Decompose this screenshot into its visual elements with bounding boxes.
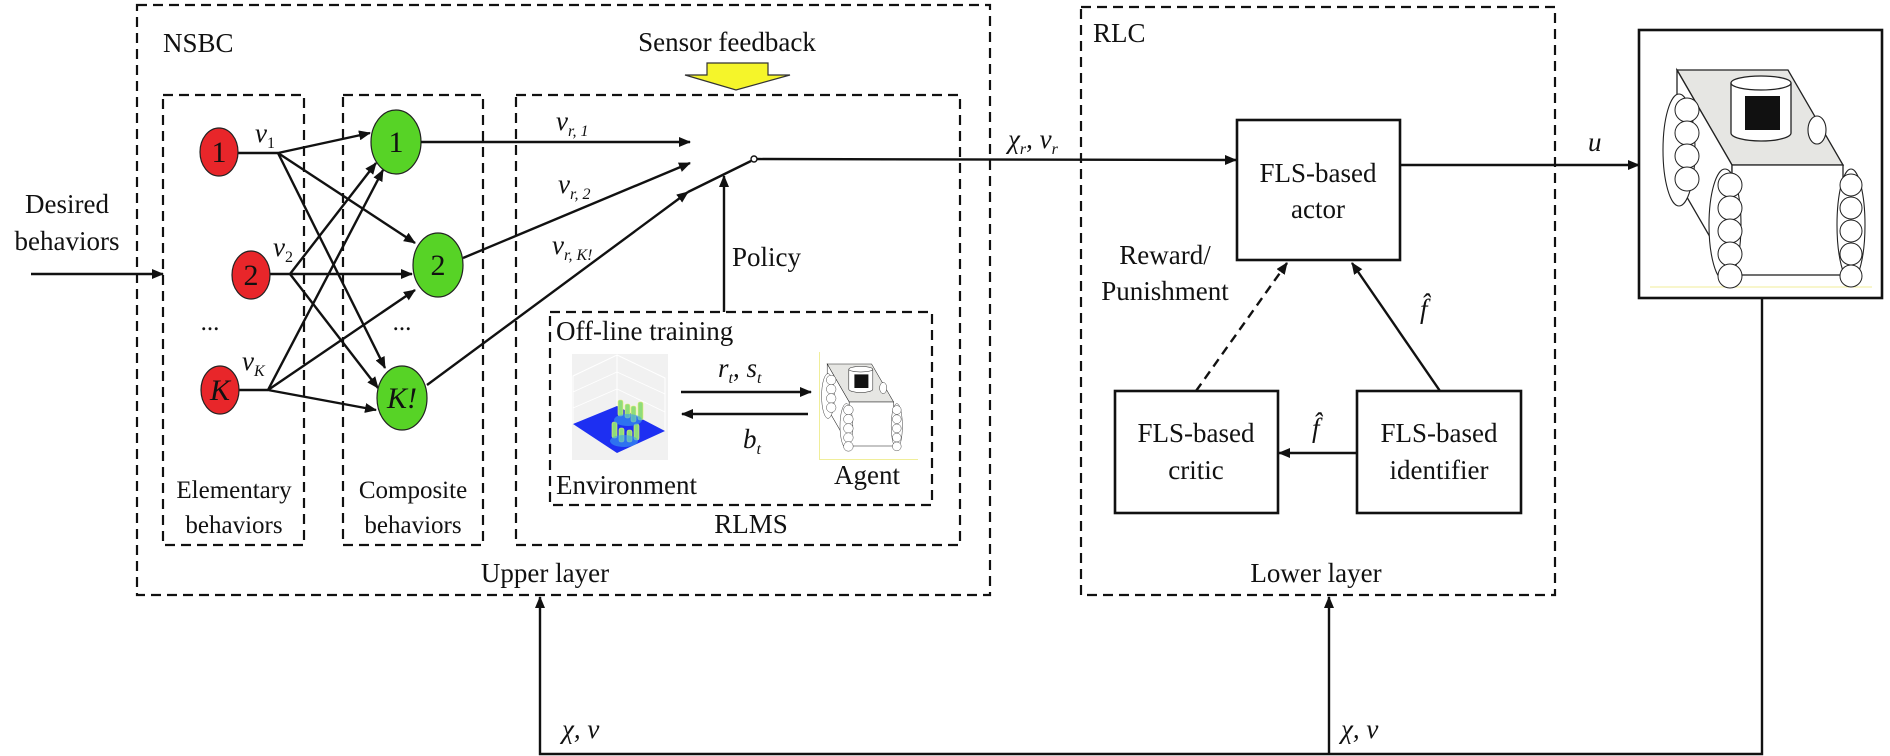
nsbc-title: NSBC (163, 28, 234, 58)
environment-surface-plot (572, 354, 668, 460)
svg-text:K: K (209, 374, 232, 407)
sensor-feedback-label: Sensor feedback (638, 27, 816, 57)
output-v2-label: v2 (273, 232, 293, 266)
elementary-behaviors-label-line1: Elementary (176, 477, 292, 504)
upper-layer-label: Upper layer (481, 558, 609, 588)
composite-ellipsis: ... (393, 309, 412, 336)
composite-behaviors-label-line1: Composite (359, 477, 467, 504)
feedback-upper-label: χ, v (559, 714, 599, 744)
elementary-behaviors-label-line2: behaviors (185, 512, 282, 539)
output-v1-label: v1 (255, 118, 275, 152)
fls-actor-block: FLS-based actor (1235, 118, 1402, 262)
svg-text:2: 2 (244, 259, 259, 292)
switch-pivot (750, 155, 758, 163)
selector-switch (687, 159, 752, 194)
vr2-arrow (462, 161, 691, 260)
rlc-lower-layer-frame (1079, 5, 1557, 597)
rlc-title: RLC (1093, 18, 1146, 48)
mobile-robot-plant (1637, 28, 1884, 300)
sensor-feedback-arrow (684, 62, 791, 91)
vr2-label: vr, 2 (558, 169, 590, 203)
svg-text:2: 2 (431, 249, 446, 282)
composite-behaviors-label-line2: behaviors (364, 512, 461, 539)
agent-robot-image (819, 352, 918, 460)
vr1-label: vr, 1 (556, 106, 588, 140)
desired-behaviors-label-line1: Desired (25, 189, 109, 219)
lower-layer-label: Lower layer (1250, 558, 1381, 588)
agent-label: Agent (834, 460, 900, 490)
offline-training-title: Off-line training (556, 316, 733, 346)
composite-node-k-factorial: K! (376, 365, 428, 431)
vrk-arrow (426, 191, 689, 386)
state-feedback-loop (535, 298, 1764, 756)
elementary-ellipsis: ... (201, 309, 220, 336)
environment-label: Environment (556, 470, 697, 500)
reward-punishment-arrow (1195, 262, 1288, 392)
composite-node-2: 2 (412, 232, 464, 298)
identifier-to-actor-arrow (1351, 262, 1441, 392)
svg-text:FLS-based: FLS-based (1260, 158, 1377, 188)
reward-state-label: rt, st (718, 353, 762, 387)
reward-label-line1: Reward/ (1119, 240, 1211, 270)
rlms-title: RLMS (714, 509, 788, 539)
behavior-connections (238, 130, 416, 413)
reference-signal-label: χr, vr (1005, 124, 1059, 158)
elementary-node-k: K (200, 365, 240, 415)
vrk-label: vr, K! (552, 230, 592, 264)
composite-node-1: 1 (370, 109, 422, 175)
svg-text:FLS-based: FLS-based (1381, 418, 1498, 448)
elementary-node-1: 1 (199, 127, 239, 177)
svg-text:1: 1 (212, 136, 227, 169)
feedback-lower-label: χ, v (1338, 714, 1378, 744)
behavior-action-label: bt (743, 424, 762, 458)
output-vk-label: vK (242, 346, 266, 380)
svg-text:1: 1 (389, 126, 404, 159)
control-signal-label: u (1588, 127, 1602, 157)
composite-behaviors-frame (341, 93, 485, 547)
policy-label: Policy (732, 242, 802, 272)
nsbc-upper-layer-frame (135, 3, 992, 597)
fls-identifier-block: FLS-based identifier (1355, 389, 1523, 515)
reward-label-line2: Punishment (1101, 276, 1229, 306)
svg-text:FLS-based: FLS-based (1138, 418, 1255, 448)
fhat-critic-label: f̂ (1312, 412, 1324, 443)
svg-text:identifier: identifier (1390, 455, 1489, 485)
elementary-behaviors-frame (161, 93, 306, 547)
desired-behaviors-label-line2: behaviors (15, 226, 120, 256)
fls-critic-block: FLS-based critic (1113, 389, 1280, 515)
reference-signal-arrow (756, 154, 1237, 165)
svg-text:critic: critic (1168, 455, 1223, 485)
svg-text:K!: K! (386, 382, 417, 415)
svg-text:actor: actor (1291, 194, 1345, 224)
elementary-node-2: 2 (231, 250, 271, 300)
fhat-actor-label: f̂ (1420, 293, 1432, 324)
